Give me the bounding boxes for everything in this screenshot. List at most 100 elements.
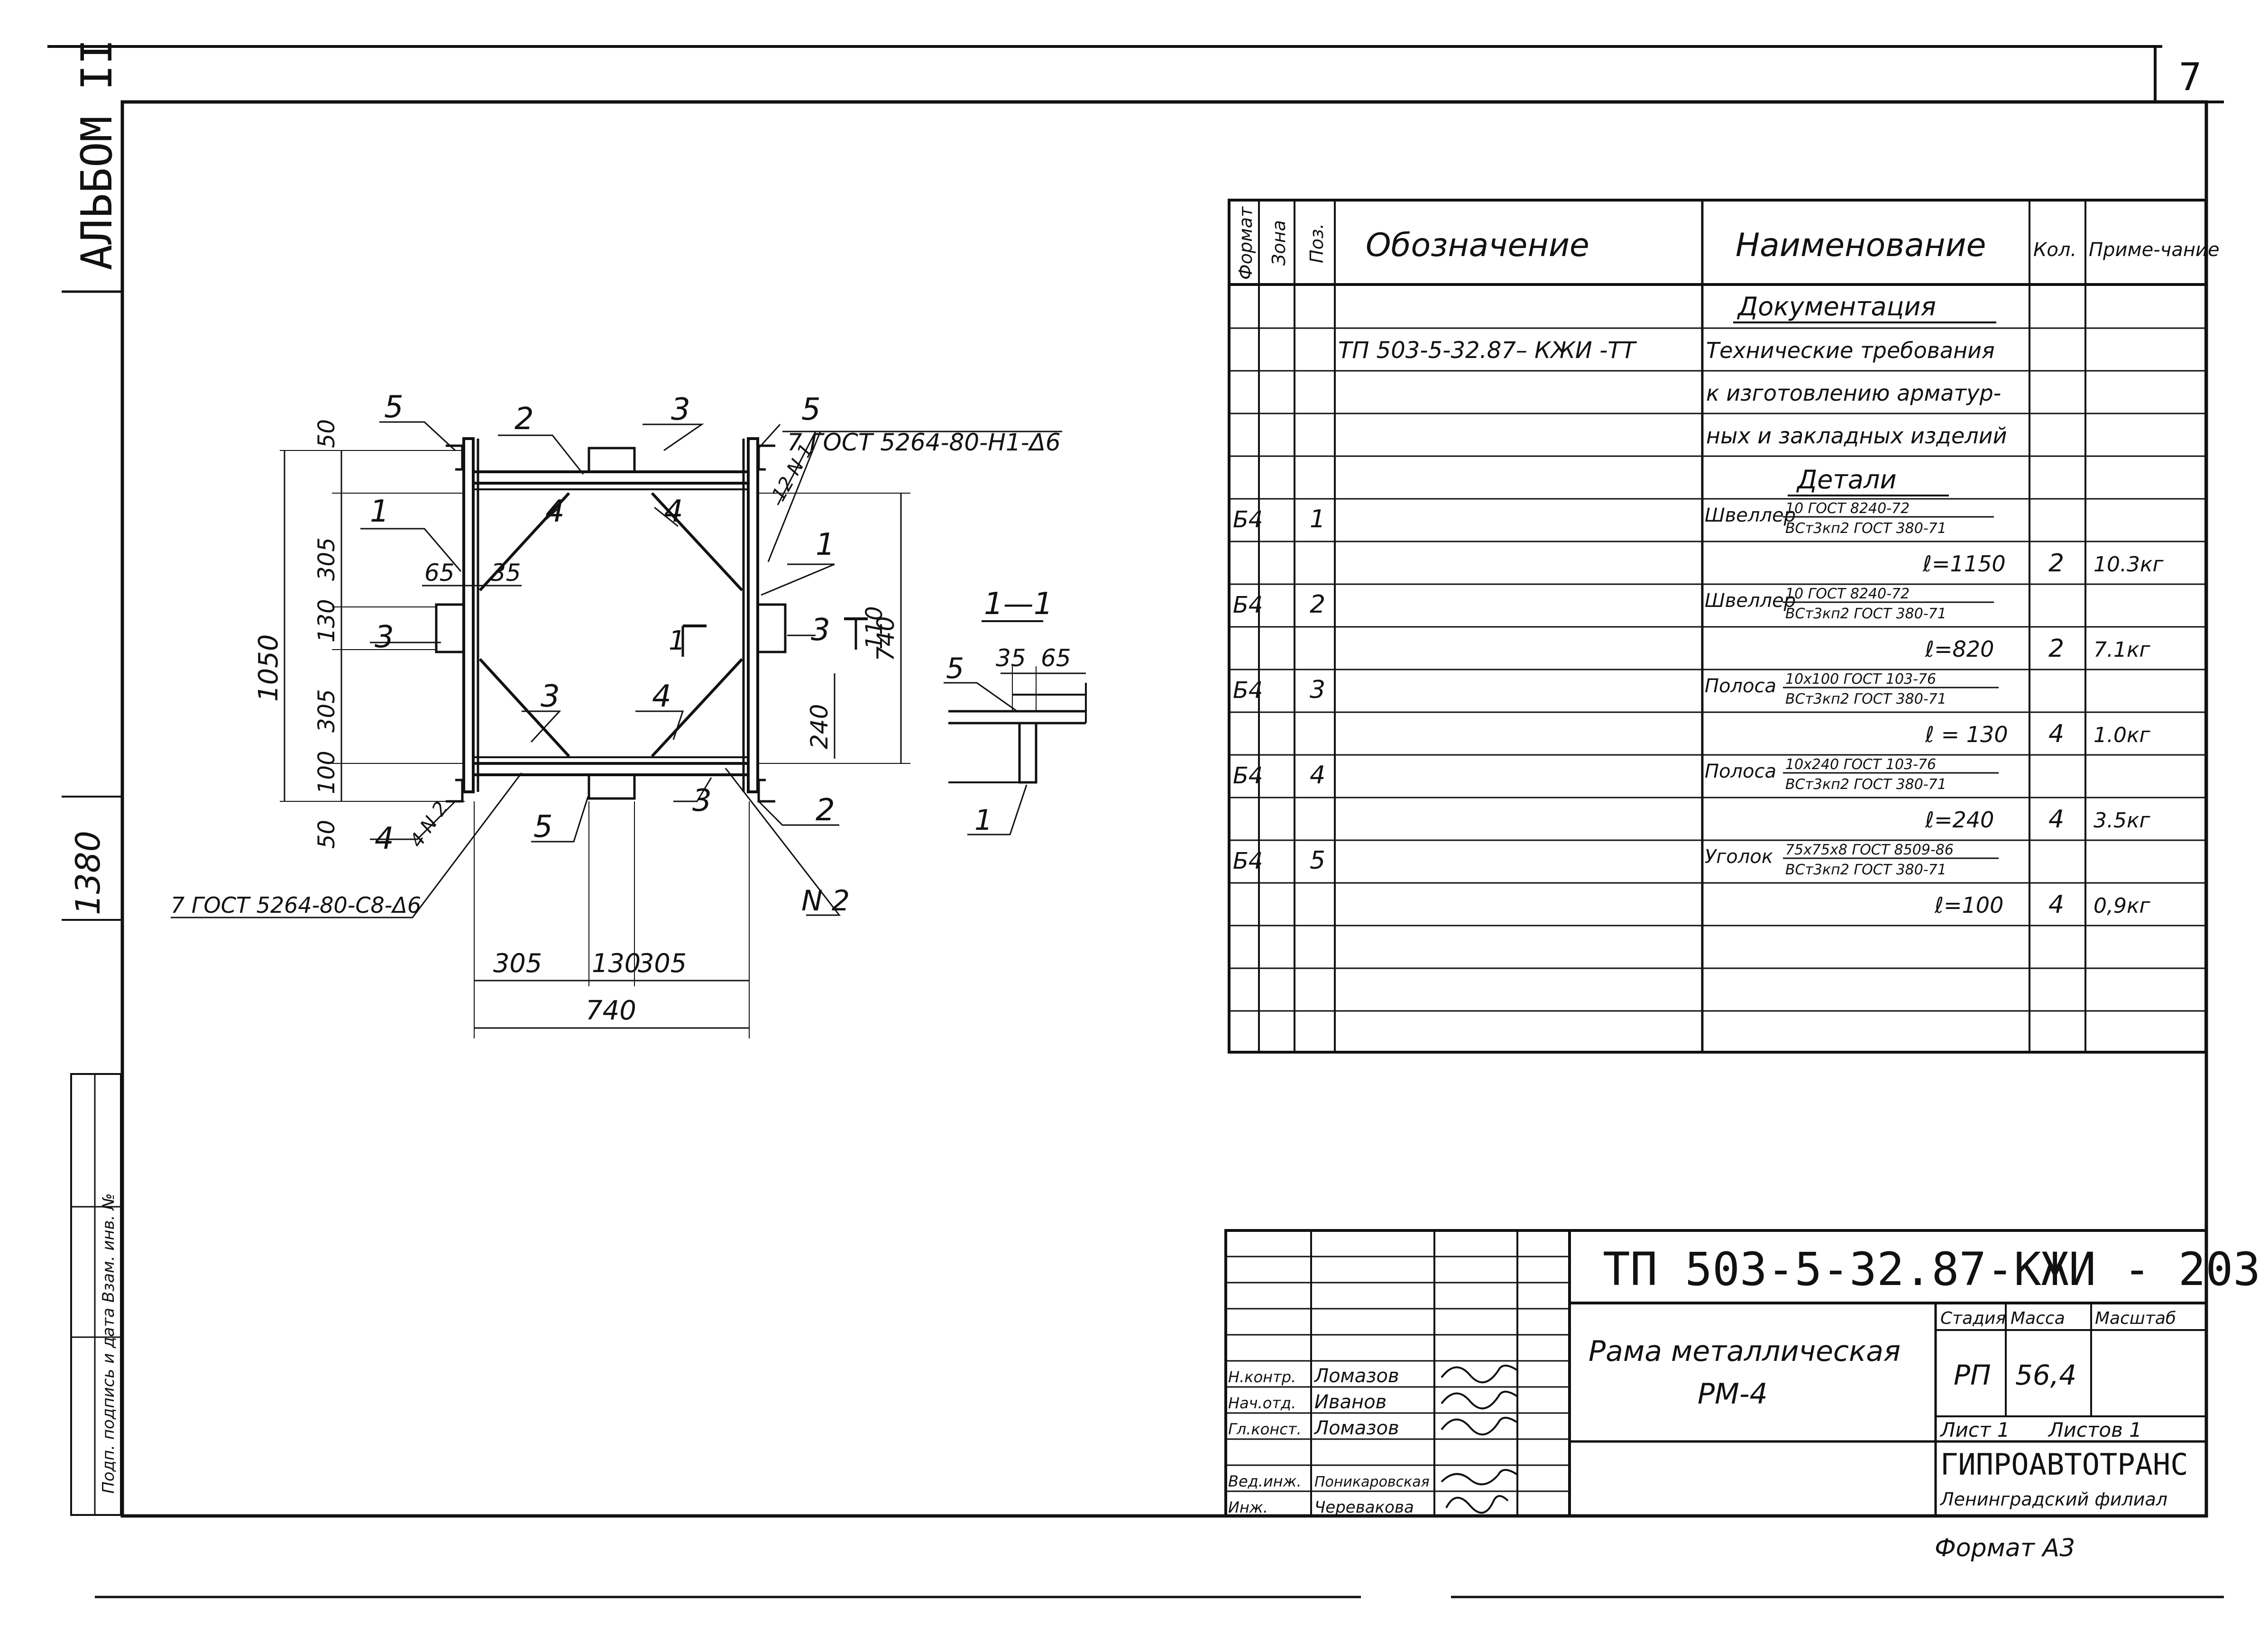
row-spec-top: 10х240 ГОСТ 103-76 — [1785, 756, 1936, 773]
document-code: ТП 503-5-32.87-КЖИ - 203 — [1603, 1243, 2260, 1296]
doc-designation: ТП 503-5-32.87– КЖИ -ТТ — [1338, 337, 1637, 364]
row-spec-top: 75х75х8 ГОСТ 8509-86 — [1785, 842, 1954, 858]
row-spec-bottom: ВСт3кп2 ГОСТ 380-71 — [1785, 776, 1947, 793]
section-1-1: 1—1 — [944, 587, 1087, 835]
weld-note-top: 7 ГОСТ 5264-80-Н1-Δ6 — [787, 429, 1061, 456]
album-label: АЛЬБОМ II — [72, 39, 122, 270]
callout-1-right: 1 — [816, 527, 835, 562]
row-format: Б4 — [1233, 677, 1263, 704]
row-name: Уголок — [1705, 846, 1773, 868]
section-callout-1: 1 — [974, 804, 992, 837]
row-spec-top: 10 ГОСТ 8240-72 — [1785, 586, 1910, 602]
row-spec-bottom: ВСт3кп2 ГОСТ 380-71 — [1785, 862, 1947, 878]
row-length: ℓ=100 — [1934, 892, 2003, 918]
dim-left-305-bottom: 305 — [313, 689, 340, 733]
dim-left-100: 100 — [313, 751, 340, 794]
row-qty: 2 — [2048, 634, 2064, 663]
row-format: Б4 — [1233, 592, 1263, 618]
row-format: Б4 — [1233, 848, 1263, 874]
row-length: ℓ=1150 — [1922, 551, 2006, 577]
callout-2-bottom: 3 — [692, 783, 712, 818]
spec-row: Б4 1 Швеллер 10 ГОСТ 8240-72 ВСт3кп2 ГОС… — [1233, 500, 2164, 578]
row-format: Б4 — [1233, 506, 1263, 533]
stage-value: РП — [1954, 1359, 1991, 1391]
row-length: ℓ=820 — [1925, 636, 1994, 662]
side-number: 1380 — [69, 831, 108, 915]
row-note: 1.0кг — [2094, 723, 2151, 747]
callout-1-left: 1 — [370, 494, 389, 529]
drawing-title: Рама металлическая — [1589, 1335, 1901, 1368]
dim-bottom-305-right: 305 — [638, 948, 687, 978]
weld-n2: N 2 — [801, 884, 850, 918]
section-details: Детали — [1796, 465, 1897, 495]
row-name: Полоса — [1705, 675, 1776, 697]
role-norm-control: Н.контр. — [1228, 1368, 1296, 1386]
row-pos: 3 — [1310, 676, 1325, 704]
header-name: Наименование — [1735, 227, 1986, 264]
spec-row: Б4 4 Полоса 10х240 ГОСТ 103-76 ВСт3кп2 Г… — [1233, 756, 2151, 834]
section-dim-65: 65 — [1041, 644, 1071, 672]
dim-left-130: 130 — [313, 599, 340, 642]
row-qty: 4 — [2048, 720, 2064, 748]
callout-5-bottom-right: 2 — [816, 793, 835, 828]
row-name: Швеллер — [1705, 590, 1796, 612]
row-note: 3.5кг — [2094, 808, 2151, 833]
name-dept-head: Иванов — [1314, 1391, 1387, 1413]
header-note: Приме-чание — [2089, 239, 2220, 261]
role-engineer: Инж. — [1228, 1498, 1268, 1516]
dimension-chain-bottom — [474, 801, 750, 1038]
scale-header: Масштаб — [2095, 1309, 2176, 1328]
header-designation: Обозначение — [1366, 227, 1589, 264]
dim-left-305-top: 305 — [313, 537, 340, 581]
role-lead-engineer: Вед.инж. — [1228, 1472, 1302, 1490]
callout-2-top: 2 — [514, 402, 534, 437]
spec-table — [1228, 199, 2207, 1054]
row-note: 0,9кг — [2094, 894, 2151, 918]
row-spec-bottom: ВСт3кп2 ГОСТ 380-71 — [1785, 606, 1947, 622]
row-length: ℓ = 130 — [1925, 722, 2008, 747]
callout-3-left: 3 — [375, 620, 394, 655]
dim-bottom-130: 130 — [592, 948, 641, 978]
dim-740-vertical: 740 — [872, 616, 900, 661]
section-dim-35: 35 — [996, 644, 1026, 672]
doc-name-line1: Технические требования — [1706, 338, 1995, 363]
stage-header: Стадия — [1940, 1309, 2006, 1328]
role-chief-designer: Гл.конст. — [1228, 1420, 1302, 1438]
format-label: Формат А3 — [1935, 1534, 2075, 1562]
callout-3-top: 3 — [671, 392, 690, 427]
name-norm-control: Ломазов — [1313, 1365, 1399, 1387]
weld-4n2: 4 N 2 — [406, 798, 453, 851]
dim-total-height: 1050 — [253, 634, 284, 702]
row-spec-bottom: ВСт3кп2 ГОСТ 380-71 — [1785, 691, 1947, 707]
organization-branch: Ленинградский филиал — [1939, 1489, 2167, 1510]
title-block — [1224, 1229, 2208, 1517]
row-spec-top: 10 ГОСТ 8240-72 — [1785, 500, 1910, 517]
row-format: Б4 — [1233, 762, 1263, 789]
spec-row: Б4 3 Полоса 10х100 ГОСТ 103-76 ВСт3кп2 Г… — [1233, 671, 2151, 748]
callout-5-top-right: 5 — [801, 392, 821, 427]
row-name: Швеллер — [1705, 505, 1796, 526]
row-name: Полоса — [1705, 761, 1776, 782]
dimension-chain-left — [280, 450, 465, 802]
side-stamp-box — [70, 1073, 122, 1516]
leaders — [171, 421, 1062, 918]
header-format: Формат — [1235, 206, 1256, 280]
name-chief-designer: Ломазов — [1313, 1417, 1399, 1439]
dim-total-width: 740 — [586, 995, 636, 1026]
spec-row: Б4 5 Уголок 75х75х8 ГОСТ 8509-86 ВСт3кп2… — [1233, 842, 2151, 919]
row-length: ℓ=240 — [1925, 807, 1994, 833]
row-note: 10.3кг — [2094, 552, 2164, 577]
sheet-no: Лист 1 — [1939, 1418, 2010, 1441]
page-number: 7 — [2179, 55, 2202, 99]
header-pos: Поз. — [1306, 223, 1327, 263]
callout-4-bottom-right: 4 — [652, 679, 671, 714]
row-pos: 1 — [1310, 505, 1325, 533]
callout-4-top-right: 4 — [664, 494, 683, 529]
row-qty: 2 — [2048, 549, 2064, 578]
row-spec-top: 10х100 ГОСТ 103-76 — [1785, 671, 1936, 688]
callout-4-top-left: 4 — [545, 494, 565, 529]
dim-bottom-305-left: 305 — [493, 948, 542, 978]
row-spec-bottom: ВСт3кп2 ГОСТ 380-71 — [1785, 520, 1947, 537]
dim-240: 240 — [806, 704, 833, 749]
